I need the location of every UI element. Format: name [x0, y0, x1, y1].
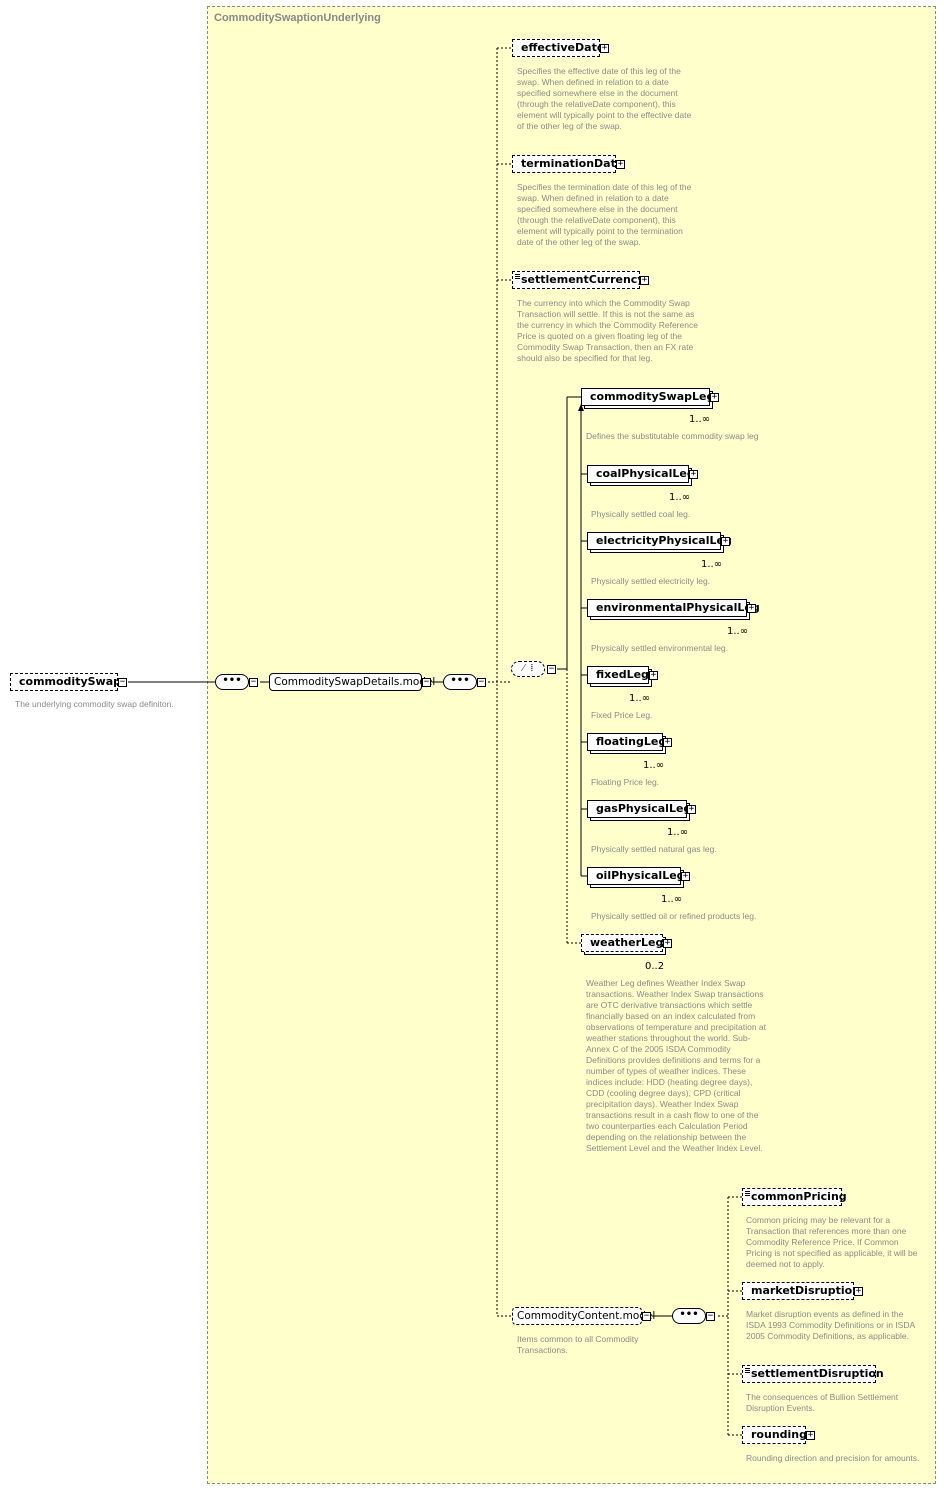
cardinality-label: 1..∞ [727, 626, 749, 637]
cardinality-label: 1..∞ [661, 894, 683, 905]
collapse-toggle-icon[interactable]: − [118, 677, 127, 687]
element-electricityPhysicalLeg[interactable]: electricityPhysicalLeg [587, 532, 732, 550]
element-label: floatingLeg [596, 735, 667, 748]
element-label: terminationDate [521, 157, 624, 170]
cardinality-label: 1..∞ [701, 559, 723, 570]
model-group-label: CommodityContent.model [517, 1310, 656, 1322]
element-label: rounding [751, 1428, 807, 1441]
element-terminationDate[interactable]: terminationDate [512, 155, 623, 173]
element-marketDisruption[interactable]: marketDisruption [742, 1282, 860, 1300]
element-settlementCurrency[interactable]: settlementCurrency [512, 271, 645, 289]
expand-toggle-icon[interactable]: + [806, 1430, 815, 1440]
element-label: commonPricing [751, 1190, 847, 1203]
model-group-doc: Items common to all Commodity Transactio… [517, 1334, 639, 1355]
sequence-compositor[interactable]: ••• [443, 674, 477, 690]
element-label: electricityPhysicalLeg [596, 534, 732, 547]
element-settlementDisruption[interactable]: settlementDisruption [742, 1365, 884, 1383]
model-group-label: CommoditySwapDetails.model [274, 676, 436, 688]
element-label: settlementDisruption [751, 1367, 884, 1380]
expand-toggle-icon[interactable]: + [721, 536, 730, 546]
group-title: CommoditySwaptionUnderlying [214, 12, 381, 24]
model-group-details[interactable]: CommoditySwapDetails.model [269, 673, 435, 691]
choice-compositor[interactable]: ⁄ ⁞ [511, 661, 545, 677]
element-doc: Specifies the termination date of this l… [517, 182, 692, 247]
element-gasPhysicalLeg[interactable]: gasPhysicalLeg [587, 800, 691, 818]
collapse-toggle-icon[interactable]: − [547, 664, 556, 674]
expand-toggle-icon[interactable]: + [640, 275, 649, 285]
element-doc: Physically settled coal leg. [591, 509, 691, 519]
cardinality-label: 1..∞ [643, 760, 665, 771]
cardinality-label: 1..∞ [667, 827, 689, 838]
element-effectiveDate[interactable]: effectiveDate [512, 39, 604, 57]
expand-toggle-icon[interactable]: + [854, 1286, 863, 1296]
element-commonPricing[interactable]: commonPricing [742, 1188, 847, 1206]
element-rounding[interactable]: rounding [742, 1426, 807, 1444]
expand-toggle-icon[interactable]: + [710, 392, 719, 402]
expand-toggle-icon[interactable]: + [663, 938, 672, 948]
collapse-toggle-icon[interactable]: − [706, 1311, 715, 1321]
expand-toggle-icon[interactable]: + [600, 43, 609, 53]
element-oilPhysicalLeg[interactable]: oilPhysicalLeg [587, 867, 685, 885]
cardinality-label: 1..∞ [669, 492, 691, 503]
root-doc: The underlying commodity swap definiton. [15, 699, 174, 709]
element-doc: The consequences of Bullion Settlement D… [746, 1392, 899, 1413]
expand-toggle-icon[interactable]: + [681, 871, 690, 881]
element-commoditySwapLeg[interactable]: commoditySwapLeg [581, 388, 714, 406]
element-label: settlementCurrency [521, 273, 645, 286]
element-label: fixedLeg [596, 668, 649, 681]
collapse-toggle-icon[interactable]: − [422, 677, 431, 687]
element-doc: Common pricing may be relevant for a Tra… [746, 1215, 918, 1269]
element-label: oilPhysicalLeg [596, 869, 685, 882]
element-label: environmentalPhysicalLeg [596, 601, 760, 614]
expand-toggle-icon[interactable]: + [616, 159, 625, 169]
element-doc: Physically settled environmental leg. [591, 643, 729, 653]
element-doc: Market disruption events as defined in t… [746, 1309, 915, 1341]
collapse-toggle-icon[interactable]: − [642, 1311, 651, 1321]
root-element-commoditySwap[interactable]: commoditySwap [10, 673, 122, 691]
element-floatingLeg[interactable]: floatingLeg [587, 733, 667, 751]
cardinality-label: 0..2 [645, 961, 665, 972]
element-doc: Physically settled natural gas leg. [591, 844, 717, 854]
expand-toggle-icon[interactable]: + [649, 670, 658, 680]
expand-toggle-icon[interactable]: + [689, 469, 698, 479]
element-doc: The currency into which the Commodity Sw… [517, 298, 698, 363]
expand-toggle-icon[interactable]: + [687, 804, 696, 814]
element-doc: Floating Price leg. [591, 777, 660, 787]
group-box [207, 6, 936, 1484]
element-doc: Rounding direction and precision for amo… [746, 1453, 920, 1463]
element-label: weatherLeg [590, 936, 664, 949]
cardinality-label: 1..∞ [629, 693, 651, 704]
element-fixedLeg[interactable]: fixedLeg [587, 666, 649, 684]
element-label: marketDisruption [751, 1284, 861, 1297]
element-doc: Physically settled oil or refined produc… [591, 911, 757, 921]
element-label: commoditySwapLeg [590, 390, 715, 403]
collapse-toggle-icon[interactable]: − [249, 677, 258, 687]
sequence-compositor[interactable]: ••• [672, 1308, 706, 1324]
element-doc: Physically settled electricity leg. [591, 576, 711, 586]
element-doc: Weather Leg defines Weather Index Swap t… [586, 978, 767, 1153]
element-label: coalPhysicalLeg [596, 467, 695, 480]
element-environmentalPhysicalLeg[interactable]: environmentalPhysicalLeg [587, 599, 760, 617]
sequence-compositor[interactable]: ••• [215, 674, 249, 690]
expand-toggle-icon[interactable]: + [663, 737, 672, 747]
element-label: effectiveDate [521, 41, 605, 54]
element-doc: Fixed Price Leg. [591, 710, 653, 720]
element-weatherLeg[interactable]: weatherLeg [581, 934, 663, 952]
expand-toggle-icon[interactable]: + [747, 603, 756, 613]
cardinality-label: 1..∞ [689, 414, 711, 425]
collapse-toggle-icon[interactable]: − [477, 677, 486, 687]
root-element-label: commoditySwap [19, 675, 122, 688]
element-label: gasPhysicalLeg [596, 802, 692, 815]
model-group-content[interactable]: CommodityContent.model [512, 1307, 655, 1325]
element-coalPhysicalLeg[interactable]: coalPhysicalLeg [587, 465, 695, 483]
element-doc: Defines the substitutable commodity swap… [586, 431, 759, 441]
element-doc: Specifies the effective date of this leg… [517, 66, 692, 131]
